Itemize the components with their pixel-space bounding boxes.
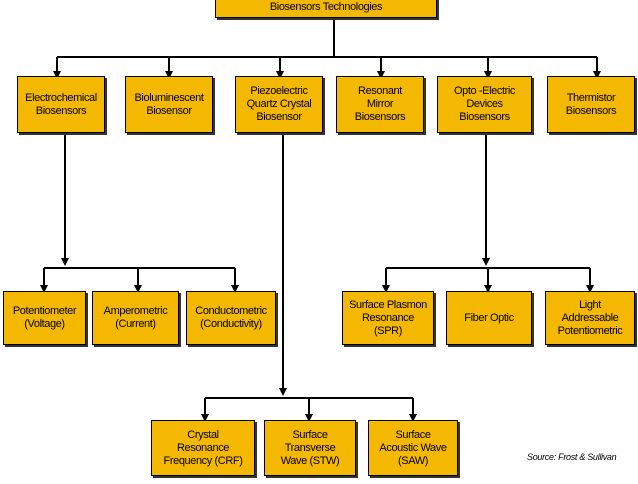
node-potentiometer: Potentiometer (Voltage): [3, 291, 86, 345]
node-piezoelectric-biosensor: Piezoelectric Quartz Crystal Biosensor: [235, 76, 323, 133]
node-conductometric: Conductometric (Conductivity): [186, 291, 276, 345]
node-crystal-resonance-frequency: Crystal Resonance Frequency (CRF): [151, 420, 255, 476]
node-light-addressable-potentiometric: Light Addressable Potentiometric: [545, 291, 635, 345]
node-electrochemical-biosensors: Electrochemical Biosensors: [17, 76, 105, 133]
node-surface-plasmon-resonance: Surface Plasmon Resonance (SPR): [342, 291, 434, 345]
node-fiber-optic: Fiber Optic: [446, 291, 532, 345]
node-optoelectric-biosensors: Opto -Electric Devices Biosensors: [437, 76, 532, 133]
node-resonant-mirror-biosensors: Resonant Mirror Biosensors: [336, 76, 424, 133]
node-surface-acoustic-wave: Surface Acoustic Wave (SAW): [368, 420, 458, 476]
node-surface-transverse-wave: Surface Transverse Wave (STW): [264, 420, 356, 476]
source-credit: Source: Frost & Sullivan: [527, 452, 617, 462]
node-biosensors-technologies: Biosensors Technologies: [215, 0, 437, 18]
node-bioluminescent-biosensor: Bioluminescent Biosensor: [125, 76, 213, 133]
node-thermistor-biosensors: Thermistor Biosensors: [547, 76, 635, 133]
node-amperometric: Amperometric (Current): [92, 291, 179, 345]
